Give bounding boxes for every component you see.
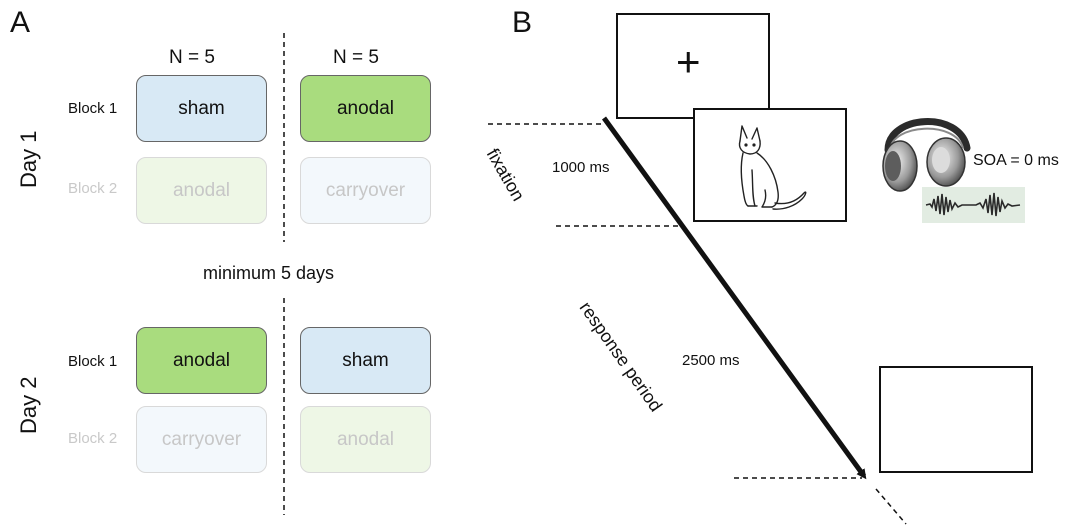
fixation-cross: + xyxy=(676,38,701,85)
day1-block1-right-condition: anodal xyxy=(300,75,431,142)
panel-b-letter: B xyxy=(512,6,533,39)
day2-block2-left-condition: carryover xyxy=(136,406,267,473)
day1-block2-right-condition: carryover xyxy=(300,157,431,224)
fixation-duration: 1000 ms xyxy=(552,159,610,176)
day1-block-1-label: Block 1 xyxy=(68,100,118,117)
group-right-count: N = 5 xyxy=(333,47,379,68)
picture-frame xyxy=(693,108,847,222)
response-frame xyxy=(879,366,1033,473)
soa-label: SOA = 0 ms xyxy=(973,152,1059,169)
response-duration: 2500 ms xyxy=(682,352,740,369)
day1-block2-left-condition: anodal xyxy=(136,157,267,224)
day2-block-1-label: Block 1 xyxy=(68,353,118,370)
group-left-count: N = 5 xyxy=(169,47,215,68)
panel-a-letter: A xyxy=(10,6,31,39)
day1-block1-left-condition: sham xyxy=(136,75,267,142)
day2-block2-right-condition: anodal xyxy=(300,406,431,473)
time-arrow xyxy=(601,116,867,480)
day2-block-2-label: Block 2 xyxy=(68,430,118,447)
day2-block1-left-condition: anodal xyxy=(136,327,267,394)
between-days-text: minimum 5 days xyxy=(203,263,335,283)
fixation-frame xyxy=(616,13,770,119)
time-arrow-continuation xyxy=(875,488,907,525)
day2-block1-right-condition: sham xyxy=(300,327,431,394)
day1-block-2-label: Block 2 xyxy=(68,180,118,197)
